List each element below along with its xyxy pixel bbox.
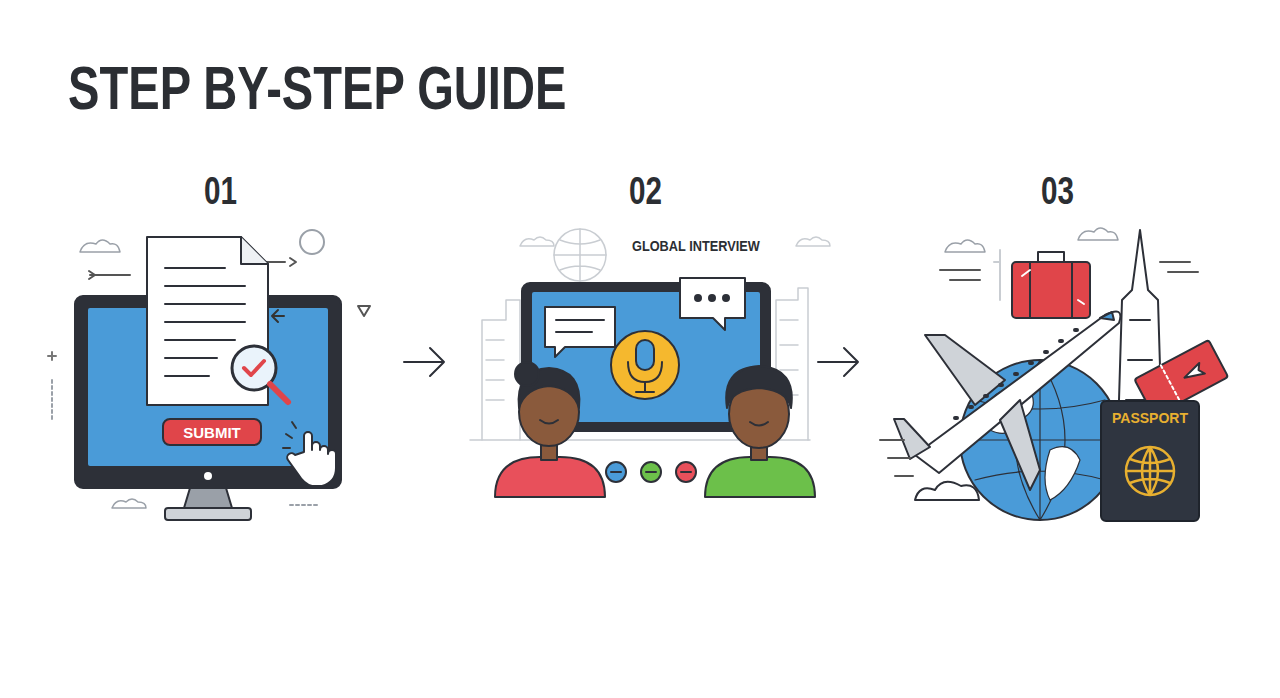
step-caption: GLOBAL INTERVIEW: [632, 237, 760, 254]
passport-emblem: [1120, 441, 1180, 501]
node-text: SUBMIT: [183, 424, 241, 441]
step-number: 02: [629, 170, 662, 213]
node-text: PASSPORT: [1112, 410, 1188, 426]
submit-button: SUBMIT: [162, 418, 262, 446]
step-number: 03: [1041, 170, 1074, 213]
passport-booklet: PASSPORT: [1100, 400, 1200, 522]
page-title: STEP BY-STEP GUIDE: [68, 52, 566, 123]
step-number: 01: [204, 170, 237, 213]
